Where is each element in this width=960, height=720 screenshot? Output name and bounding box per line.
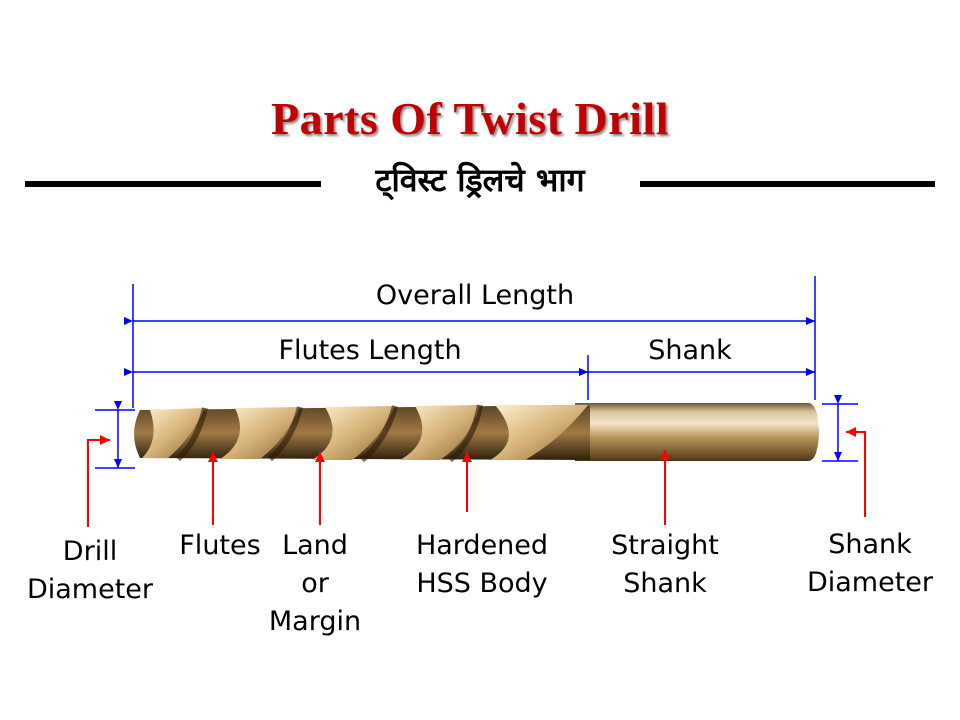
slide-subtitle: ट्विस्ट ड्रिलचे भाग xyxy=(375,161,585,199)
land-margin-label: Land or Margin xyxy=(268,530,362,637)
land-5 xyxy=(490,405,588,460)
flutes-label: Flutes xyxy=(179,530,261,561)
land-1 xyxy=(142,408,205,458)
left-rule xyxy=(25,181,321,187)
right-rule xyxy=(640,181,935,187)
extension-lines xyxy=(95,276,858,469)
pointer-shank-diameter xyxy=(846,427,866,517)
pointer-drill-diameter xyxy=(87,435,110,527)
flutes-length-label: Flutes Length xyxy=(278,335,462,366)
land-2 xyxy=(220,407,300,459)
hss-body-label: Hardened HSS Body xyxy=(415,530,549,599)
slide-title: Parts Of Twist Drill xyxy=(271,93,669,144)
drill-body xyxy=(134,404,590,463)
shank-label: Shank xyxy=(648,335,732,366)
shank-diameter-label: Shank Diameter xyxy=(806,529,934,598)
land-3 xyxy=(312,406,395,460)
drill-shank xyxy=(575,403,819,461)
overall-length-label: Overall Length xyxy=(375,280,575,311)
land-4 xyxy=(400,405,480,460)
drill-diameter-label: Drill Diameter xyxy=(26,536,154,605)
straight-shank-label: Straight Shank xyxy=(611,530,719,599)
